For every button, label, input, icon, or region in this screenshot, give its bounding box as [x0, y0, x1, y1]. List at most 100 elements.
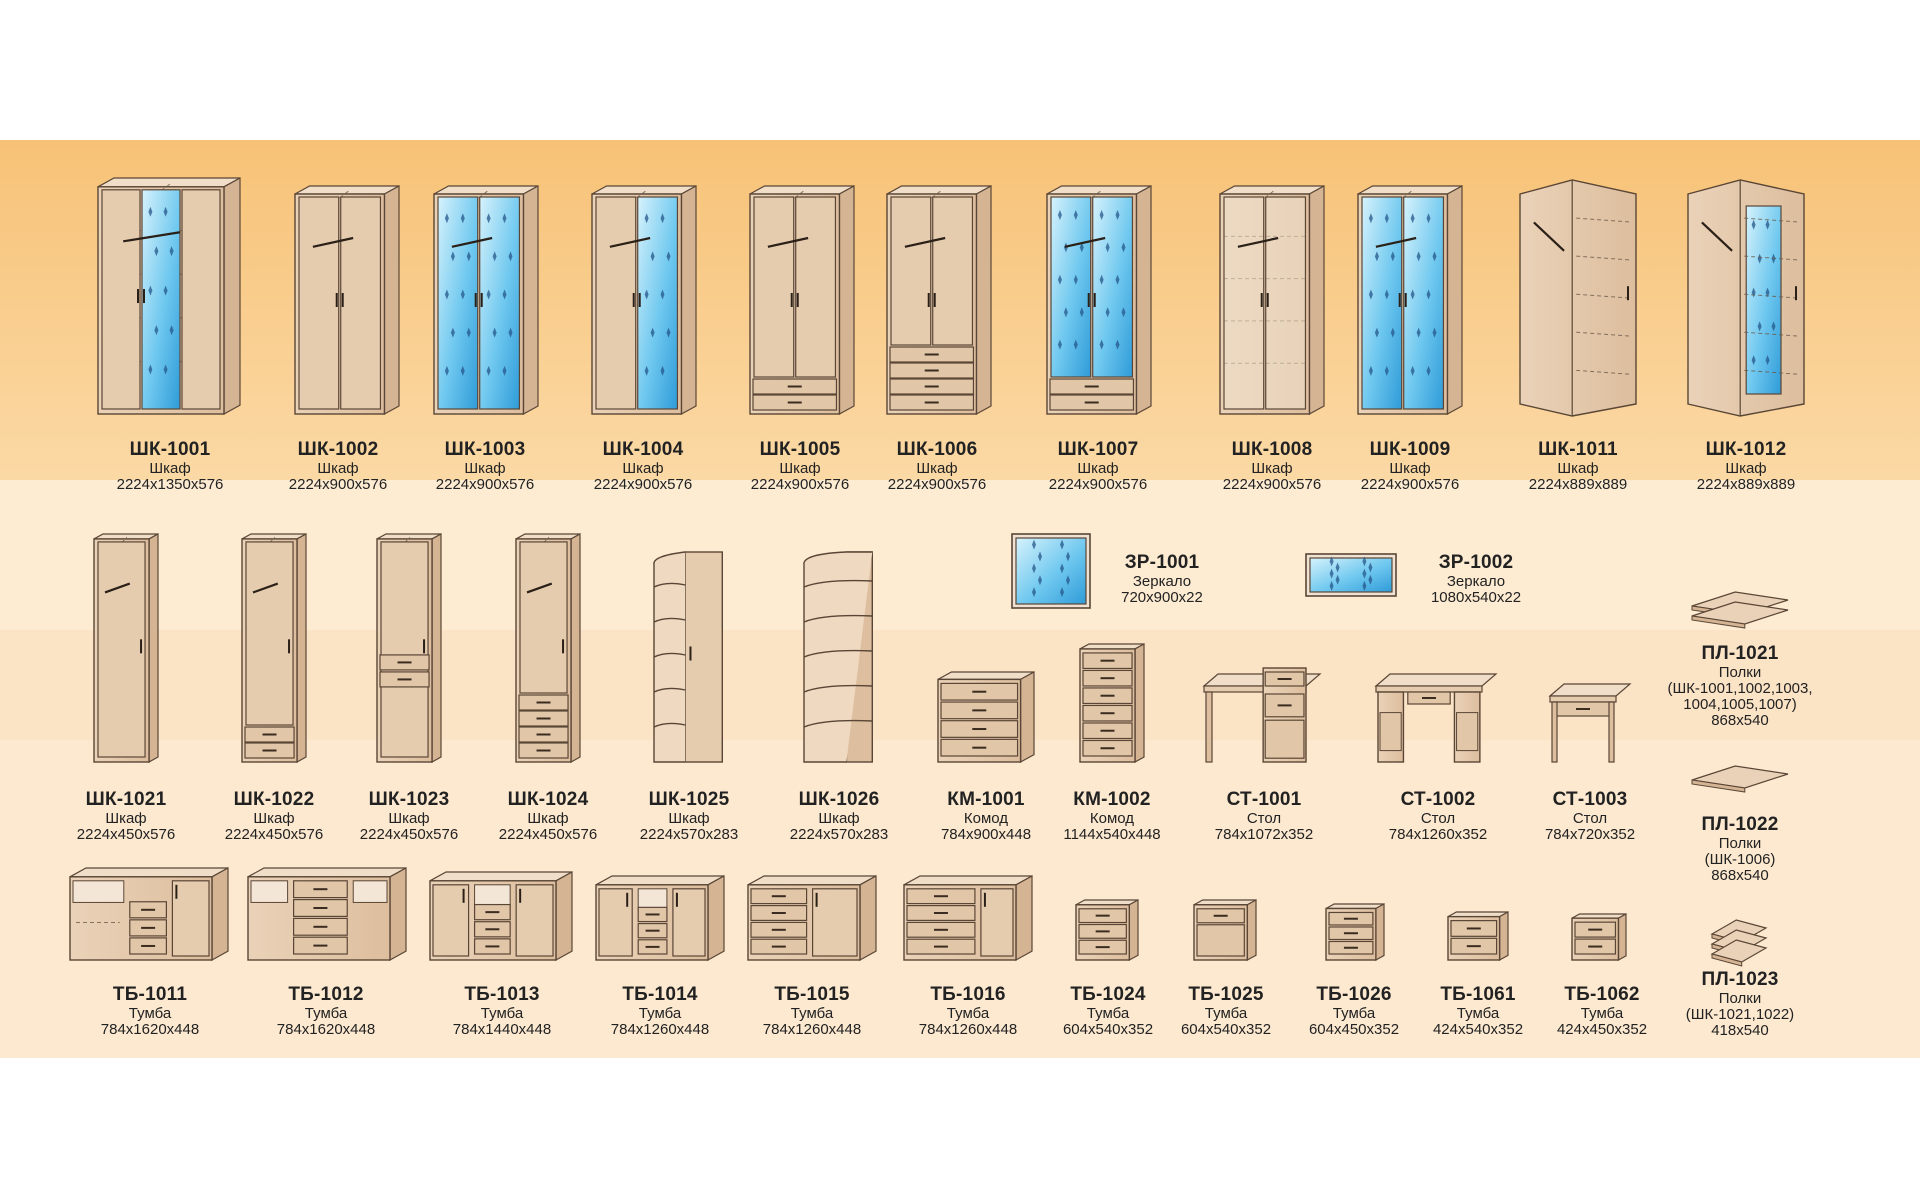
product-dimensions: 2224x450x576 — [224, 825, 324, 843]
product-type: Шкаф — [1725, 459, 1767, 477]
zr1001-illustration — [1011, 533, 1091, 609]
product-dimensions: 784x900x448 — [940, 825, 1032, 843]
product-dimensions: 784x1620x448 — [100, 1020, 200, 1038]
product-dimensions: 2224x900x576 — [435, 475, 535, 493]
product-type: Шкаф — [464, 459, 506, 477]
tb1013-illustration — [429, 870, 573, 962]
pl1021-illustration — [1691, 591, 1789, 629]
product-type: Шкаф — [1389, 459, 1431, 477]
product-code: ПЛ-1022 — [1701, 814, 1779, 835]
tb1016-illustration — [903, 874, 1033, 962]
product-code: СТ-1001 — [1226, 789, 1302, 810]
product-code: ШК-1004 — [602, 439, 684, 460]
product-dimensions: 604x540x352 — [1062, 1020, 1154, 1038]
product-type: Тумба — [1580, 1004, 1624, 1022]
product-dimensions: 418x540 — [1711, 1021, 1769, 1039]
product-dimensions: 784x1260x352 — [1388, 825, 1488, 843]
product-type: Шкаф — [149, 459, 191, 477]
shk1011-illustration — [1519, 179, 1637, 417]
product-code: ШК-1012 — [1705, 439, 1787, 460]
tb1015-illustration — [747, 874, 877, 962]
product-dimensions: 604x450x352 — [1308, 1020, 1400, 1038]
shk1001-illustration — [97, 176, 241, 416]
shk1004-illustration — [591, 184, 697, 416]
product-code: ШК-1008 — [1231, 439, 1313, 460]
product-dimensions: 784x1260x448 — [918, 1020, 1018, 1038]
product-dimensions: 2224x889x889 — [1528, 475, 1628, 493]
product-type: Тумба — [480, 1004, 524, 1022]
tb1014-illustration — [595, 874, 725, 962]
product-code: ТБ-1025 — [1188, 984, 1264, 1005]
product-dimensions: 2224x900x576 — [750, 475, 850, 493]
product-type: Шкаф — [1077, 459, 1119, 477]
product-type: Шкаф — [1557, 459, 1599, 477]
product-code: ШК-1011 — [1538, 439, 1618, 460]
product-dimensions: 424x450x352 — [1556, 1020, 1648, 1038]
product-type: Стол — [1420, 809, 1456, 827]
shk1023-illustration — [376, 532, 442, 764]
product-type: Тумба — [1086, 1004, 1130, 1022]
product-code: ШК-1026 — [798, 789, 880, 810]
tb1061-illustration — [1447, 910, 1509, 962]
product-dimensions: 604x540x352 — [1180, 1020, 1272, 1038]
pl1022-illustration — [1691, 765, 1789, 793]
shk1007-illustration — [1046, 184, 1152, 416]
product-type: Полки — [1718, 663, 1762, 681]
st1003-illustration — [1548, 683, 1632, 763]
shk1025-illustration — [653, 551, 723, 763]
product-code: ШК-1006 — [896, 439, 978, 460]
product-code: ПЛ-1023 — [1701, 969, 1779, 990]
product-code: ПЛ-1021 — [1701, 643, 1779, 664]
product-dimensions: 784x720x352 — [1544, 825, 1636, 843]
product-dimensions: 1080x540x22 — [1430, 588, 1522, 606]
st1001-illustration — [1202, 667, 1322, 763]
product-type: Шкаф — [916, 459, 958, 477]
product-type: Тумба — [790, 1004, 834, 1022]
product-type: Шкаф — [317, 459, 359, 477]
product-dimensions: 2224x450x576 — [76, 825, 176, 843]
product-type: Шкаф — [527, 809, 569, 827]
product-type: Шкаф — [388, 809, 430, 827]
shk1024-illustration — [515, 532, 581, 764]
product-type: Комод — [1089, 809, 1135, 827]
product-type: Стол — [1246, 809, 1282, 827]
product-code: ШК-1007 — [1057, 439, 1139, 460]
shk1005-illustration — [749, 184, 855, 416]
tb1025-illustration — [1193, 898, 1257, 962]
product-dimensions: 784x1260x448 — [762, 1020, 862, 1038]
product-code: СТ-1002 — [1400, 789, 1476, 810]
product-code: ТБ-1011 — [112, 984, 188, 1005]
shk1022-illustration — [241, 532, 307, 764]
product-type: Полки — [1718, 834, 1762, 852]
shk1009-illustration — [1357, 184, 1463, 416]
product-dimensions: 868x540 — [1711, 712, 1769, 730]
product-code: КМ-1002 — [1073, 789, 1151, 810]
product-code: ШК-1021 — [85, 789, 167, 810]
product-code: ТБ-1013 — [464, 984, 540, 1005]
